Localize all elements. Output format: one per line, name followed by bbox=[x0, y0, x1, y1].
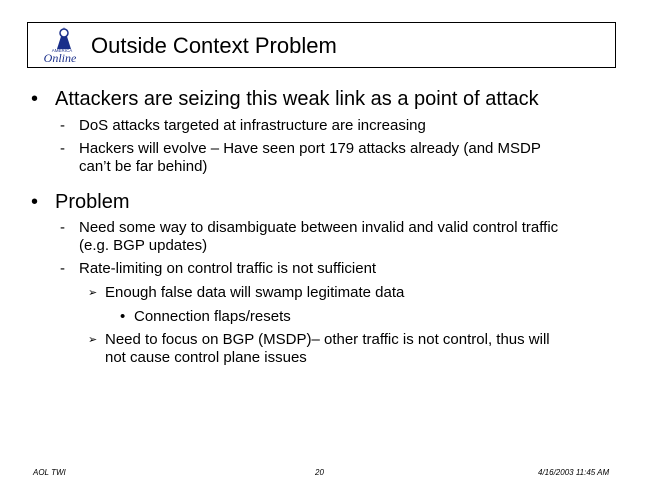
sub-item-text-line2: can’t be far behind) bbox=[79, 158, 208, 175]
slide-title: Outside Context Problem bbox=[91, 33, 337, 58]
bullet-dot: • bbox=[31, 88, 39, 110]
dash-marker: - bbox=[60, 219, 65, 236]
dash-marker: - bbox=[60, 117, 65, 134]
arrow-bullet-icon: ➢ bbox=[88, 334, 98, 346]
logo-text-america: AMERICA bbox=[52, 48, 73, 53]
small-bullet-dot: • bbox=[120, 308, 126, 325]
dash-marker: - bbox=[60, 260, 65, 277]
footer-page-number: 20 bbox=[315, 468, 324, 477]
sub-item-text: DoS attacks targeted at infrastructure a… bbox=[79, 117, 426, 134]
dash-marker: - bbox=[60, 140, 65, 157]
sub-item-text-line1: Hackers will evolve – Have seen port 179… bbox=[79, 140, 541, 157]
sub-item-text: Rate-limiting on control traffic is not … bbox=[79, 260, 377, 277]
logo-text-online: Online bbox=[44, 51, 77, 65]
sub-item-text-line1: Need some way to disambiguate between in… bbox=[79, 219, 559, 236]
arrow-bullet-icon: ➢ bbox=[88, 287, 98, 299]
footer-date: 4/16/2003 11:45 AM bbox=[538, 468, 610, 477]
sub-item-text-line2: (e.g. BGP updates) bbox=[79, 237, 208, 254]
aol-logo: AMERICA Online bbox=[44, 27, 77, 65]
arrow-item-text-line1: Need to focus on BGP (MSDP)– other traff… bbox=[105, 331, 550, 348]
arrow-item-text-line2: not cause control plane issues bbox=[105, 349, 307, 366]
arrow-item-text: Enough false data will swamp legitimate … bbox=[105, 284, 405, 301]
title-box: AMERICA Online Outside Context Problem bbox=[27, 22, 616, 68]
footer-left: AOL TWI bbox=[33, 468, 66, 477]
bullet-text: Attackers are seizing this weak link as … bbox=[55, 88, 539, 110]
bullet-text: Problem bbox=[55, 191, 130, 213]
logo-triangle bbox=[57, 27, 71, 49]
logo-circle bbox=[59, 28, 69, 38]
dot-item-text: Connection flaps/resets bbox=[134, 308, 291, 325]
bullet-dot: • bbox=[31, 191, 39, 213]
